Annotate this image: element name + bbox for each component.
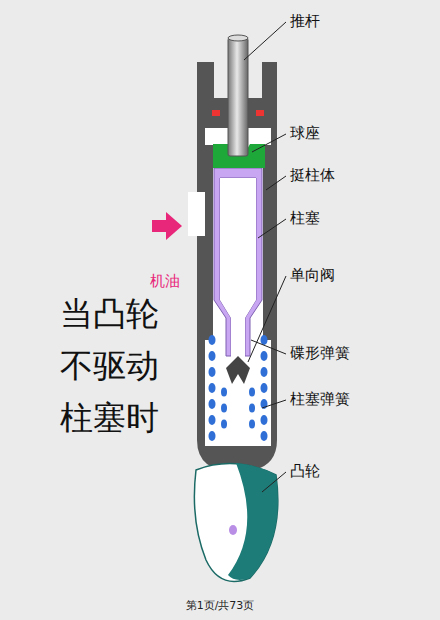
oil-arrow bbox=[152, 212, 182, 240]
spring-coils bbox=[209, 335, 268, 441]
inner-bore bbox=[205, 128, 271, 446]
part-label: 柱塞弹簧 bbox=[290, 390, 350, 408]
part-label: 球座 bbox=[290, 124, 320, 142]
spring-coil bbox=[209, 351, 216, 361]
sleeve-wall bbox=[263, 145, 271, 340]
spring-coil bbox=[249, 404, 255, 413]
plunger-chamber bbox=[220, 178, 256, 356]
cam-lobe bbox=[228, 463, 278, 580]
part-label: 挺柱体 bbox=[290, 166, 335, 184]
sleeve-wall bbox=[205, 145, 213, 340]
push-rod-end bbox=[228, 35, 248, 41]
spring-coil bbox=[261, 415, 268, 425]
push-rod bbox=[228, 38, 248, 156]
spring-coil bbox=[261, 367, 268, 377]
spring-coil bbox=[261, 335, 268, 345]
spring-coil bbox=[261, 431, 268, 441]
part-label: 单向阀 bbox=[290, 266, 335, 284]
retaining-clip bbox=[256, 110, 264, 116]
spring-coil bbox=[261, 383, 268, 393]
cam-shaft bbox=[229, 525, 237, 535]
part-label: 凸轮 bbox=[290, 462, 320, 480]
spring-coil bbox=[209, 431, 216, 441]
spring-coil bbox=[221, 420, 227, 429]
plunger bbox=[214, 168, 262, 356]
spring-coil bbox=[209, 415, 216, 425]
part-label: 机油 bbox=[150, 272, 180, 290]
spring-coil bbox=[209, 383, 216, 393]
spring-coil bbox=[221, 404, 227, 413]
slide-title: 当凸轮 不驱动 柱塞时 bbox=[60, 288, 172, 444]
leader-lines bbox=[244, 22, 286, 492]
cam bbox=[194, 464, 277, 582]
spring-coil bbox=[261, 351, 268, 361]
retaining-clip bbox=[212, 110, 220, 116]
spring-coil bbox=[209, 335, 216, 345]
check-valve bbox=[226, 356, 250, 384]
spring-coil bbox=[249, 420, 255, 429]
part-label: 碟形弹簧 bbox=[290, 344, 350, 362]
page-number: 第1页/共73页 bbox=[0, 598, 440, 613]
part-label: 推杆 bbox=[290, 12, 320, 30]
spring-coil bbox=[209, 367, 216, 377]
spring-coil bbox=[209, 399, 216, 409]
spring-coil bbox=[221, 388, 227, 397]
spring-coil bbox=[249, 388, 255, 397]
part-label: 柱塞 bbox=[290, 209, 320, 227]
oil-inlet bbox=[188, 192, 206, 236]
